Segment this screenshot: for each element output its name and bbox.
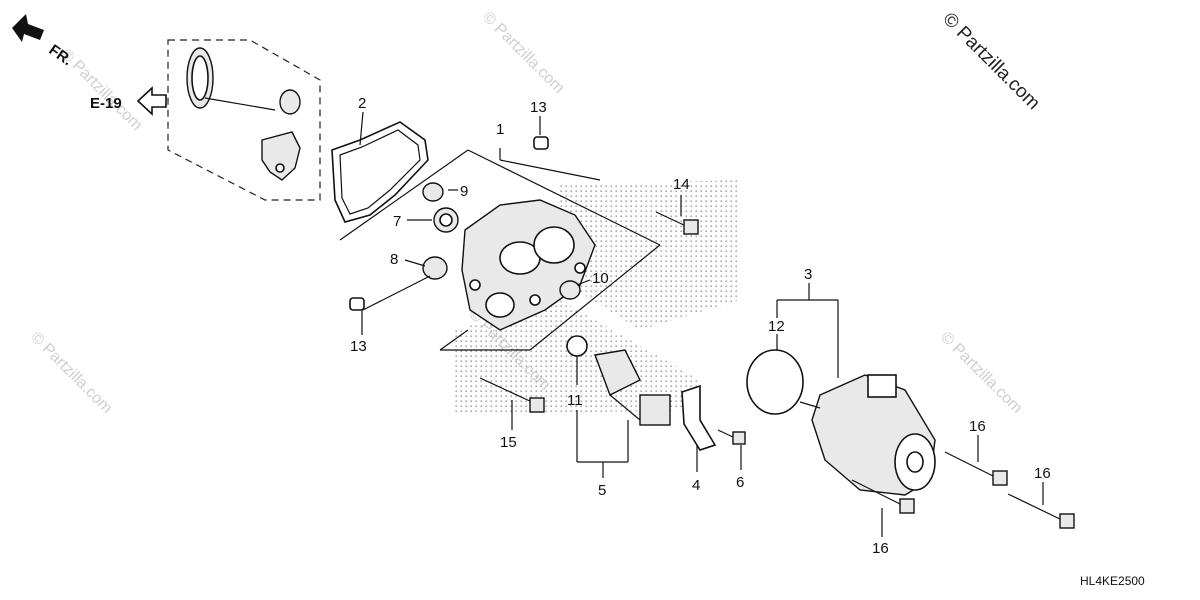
- watermark-faint: © Partzilla.com: [27, 329, 115, 417]
- callout-14: 14: [673, 176, 690, 193]
- callout-4: 4: [692, 477, 700, 494]
- housing-part-1: [461, 199, 596, 331]
- front-direction-indicator: FR.: [12, 14, 75, 69]
- diagram-code: HL4KE2500: [1080, 574, 1145, 588]
- oring-part-12: [746, 349, 804, 415]
- callout-6: 6: [736, 474, 744, 491]
- starter-motor-part-3: [799, 374, 936, 496]
- watermark-faint: © Partzilla.com: [479, 9, 567, 97]
- callout-10: 10: [592, 270, 609, 287]
- bolt-part-6: [717, 429, 746, 445]
- callout-11: 11: [567, 392, 583, 409]
- callout-labels: 1 2 3 4 5 6 7 8 9 10 11 12 13 13 14 15 1…: [350, 95, 1051, 557]
- dowel-pins: [349, 136, 549, 311]
- front-arrow-icon: [12, 14, 44, 42]
- gear-assembly: [186, 47, 301, 181]
- callout-12: 12: [768, 318, 785, 335]
- callout-5: 5: [598, 482, 606, 499]
- callout-9: 9: [460, 183, 468, 200]
- callout-16-a: 16: [969, 418, 986, 435]
- callout-15: 15: [500, 434, 517, 451]
- bracket-part-4: [681, 384, 717, 451]
- callout-2: 2: [358, 95, 366, 112]
- bolts-part-16: [851, 451, 1075, 529]
- bolt-part-14: [655, 211, 699, 235]
- gear-reference-box: [167, 39, 321, 201]
- callout-3: 3: [804, 266, 812, 283]
- housing-group-lines: [339, 148, 661, 351]
- watermark-main: © Partzilla.com: [938, 9, 1043, 114]
- seals: [422, 182, 581, 300]
- callout-13-lower: 13: [350, 338, 367, 355]
- hollow-arrow-left-icon: [136, 86, 167, 116]
- callout-13-upper: 13: [530, 99, 547, 116]
- callout-7: 7: [393, 213, 401, 230]
- callout-8: 8: [390, 251, 398, 268]
- callout-16-b: 16: [1034, 465, 1051, 482]
- bolt-part-15: [479, 377, 545, 413]
- callout-1: 1: [496, 121, 504, 138]
- reference-e19: E-19: [90, 86, 167, 116]
- reference-label: E-19: [90, 95, 122, 112]
- callout-16-c: 16: [872, 540, 889, 557]
- leader-lines: [359, 111, 1044, 537]
- watermark-faint: © Partzilla.com: [937, 329, 1025, 417]
- sensor-part-5: [566, 335, 671, 426]
- gasket-part-2: [331, 121, 429, 223]
